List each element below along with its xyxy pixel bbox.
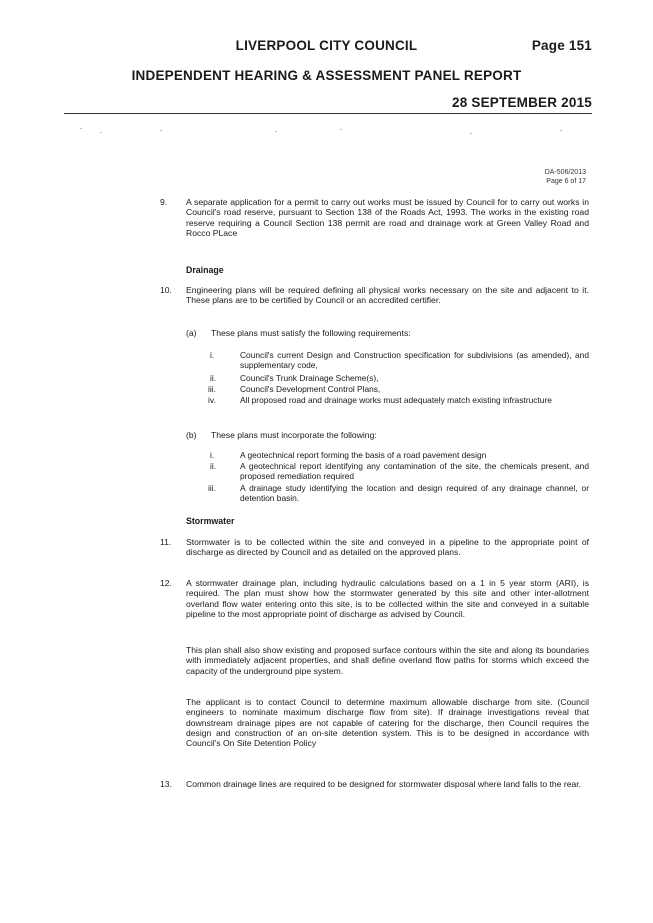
condition-10b-text: These plans must incorporate the followi… bbox=[211, 430, 377, 440]
condition-10a-text: These plans must satisfy the following r… bbox=[211, 328, 411, 338]
condition-9-number: 9. bbox=[160, 197, 168, 207]
list-item-number: iii. bbox=[208, 483, 216, 493]
condition-12-paragraph-2: This plan shall also show existing and p… bbox=[186, 645, 589, 676]
scan-speck bbox=[80, 128, 82, 129]
header-divider bbox=[64, 113, 592, 114]
list-item-text: Council's Trunk Drainage Scheme(s), bbox=[240, 373, 379, 383]
condition-12-paragraph-3: The applicant is to contact Council to d… bbox=[186, 697, 589, 749]
condition-10-number: 10. bbox=[160, 285, 172, 295]
list-item-text: A drainage study identifying the locatio… bbox=[240, 483, 589, 504]
scan-speck bbox=[100, 132, 102, 133]
condition-10-text: Engineering plans will be required defin… bbox=[186, 285, 589, 306]
condition-12-number: 12. bbox=[160, 578, 172, 588]
drainage-heading: Drainage bbox=[186, 265, 224, 275]
scan-speck bbox=[560, 130, 562, 131]
scan-speck bbox=[340, 129, 342, 130]
reference-block: DA-506/2013 Page 6 of 17 bbox=[545, 168, 586, 186]
condition-13-text: Common drainage lines are required to be… bbox=[186, 779, 582, 789]
list-item-text: Council's current Design and Constructio… bbox=[240, 350, 589, 371]
condition-11-text: Stormwater is to be collected within the… bbox=[186, 537, 589, 558]
list-item-number: iv. bbox=[208, 395, 216, 405]
condition-11-number: 11. bbox=[160, 537, 172, 547]
condition-9-text: A separate application for a permit to c… bbox=[186, 197, 589, 238]
list-item-number: ii. bbox=[210, 461, 217, 471]
list-item-text: All proposed road and drainage works mus… bbox=[240, 395, 552, 405]
list-item-text: A geotechnical report forming the basis … bbox=[240, 450, 487, 460]
list-item-number: iii. bbox=[208, 384, 216, 394]
report-title: INDEPENDENT HEARING & ASSESSMENT PANEL R… bbox=[131, 68, 522, 83]
condition-10a-label: (a) bbox=[186, 328, 197, 338]
stormwater-heading: Stormwater bbox=[186, 516, 235, 526]
list-item-text: A geotechnical report identifying any co… bbox=[240, 461, 589, 482]
list-item-number: i. bbox=[210, 450, 215, 460]
list-item-number: i. bbox=[210, 350, 215, 360]
list-item-text: Council's Development Control Plans, bbox=[240, 384, 381, 394]
scan-speck bbox=[470, 133, 472, 134]
council-name: LIVERPOOL CITY COUNCIL bbox=[235, 38, 418, 53]
da-number: DA-506/2013 bbox=[544, 169, 586, 176]
list-item-number: ii. bbox=[210, 373, 217, 383]
condition-12-paragraph-1: A stormwater drainage plan, including hy… bbox=[186, 578, 589, 619]
scan-speck bbox=[275, 131, 277, 132]
condition-10b-label: (b) bbox=[186, 430, 197, 440]
condition-13-number: 13. bbox=[160, 779, 172, 789]
scan-speck bbox=[160, 130, 162, 131]
page-of: Page 6 of 17 bbox=[546, 178, 586, 185]
page-number: Page 151 bbox=[531, 38, 592, 53]
report-date: 28 SEPTEMBER 2015 bbox=[452, 95, 592, 110]
